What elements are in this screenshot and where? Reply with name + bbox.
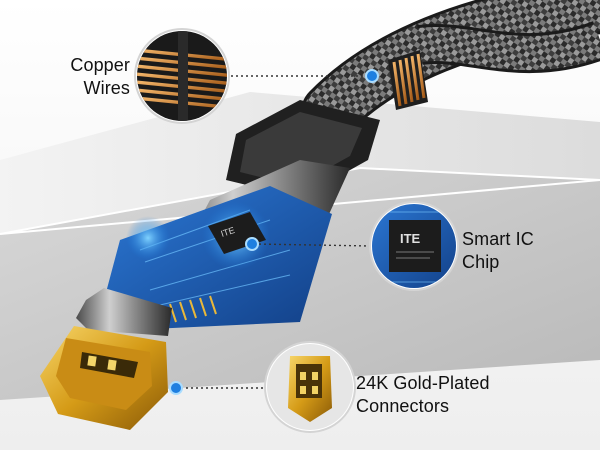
gold-plated-plug <box>40 326 168 430</box>
gold-connectors-label: 24K Gold-Plated Connectors <box>356 372 576 418</box>
copper-wires-label: Copper Wires <box>40 54 130 100</box>
smart-ic-chip-label: Smart IC Chip <box>462 228 592 274</box>
copper-wires-closeup <box>134 28 230 124</box>
chip-dot <box>245 237 259 251</box>
svg-text:ITE: ITE <box>220 225 236 239</box>
exposed-copper-wires <box>388 50 428 110</box>
copper-wires-label-line1: Copper <box>70 55 130 75</box>
gold-connectors-label-line1: 24K Gold-Plated <box>356 373 490 393</box>
callout-dots <box>169 69 379 395</box>
chip-brand-text: ITE <box>400 231 421 246</box>
gold-connector-closeup <box>264 341 356 433</box>
copper-dot <box>365 69 379 83</box>
metal-ring <box>76 288 172 336</box>
gold-connectors-label-line2: Connectors <box>356 396 450 416</box>
copper-wires-label-line2: Wires <box>83 78 130 98</box>
smart-ic-chip-label-line1: Smart IC <box>462 229 534 249</box>
smart-ic-chip-label-line2: Chip <box>462 252 500 272</box>
leader-lines <box>176 75 373 389</box>
braided-cable <box>301 0 600 141</box>
ic-chip-closeup: ITE <box>369 201 459 291</box>
gold-dot <box>169 381 183 395</box>
